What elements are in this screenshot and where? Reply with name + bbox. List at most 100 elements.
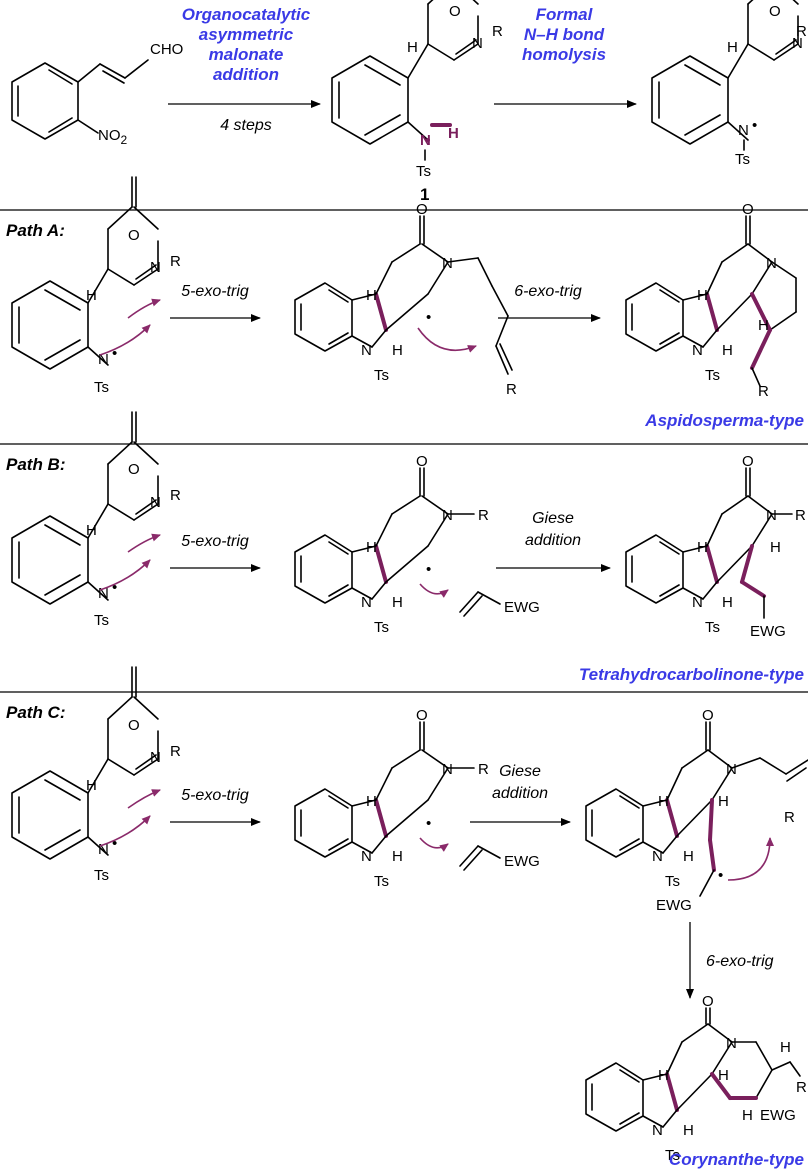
c1-o: O — [449, 3, 461, 20]
pc-p-n2: N — [652, 1122, 663, 1139]
path-b-substrate — [11, 411, 159, 605]
pc-p-n: N — [726, 1035, 737, 1052]
pa-curve-1 — [99, 324, 151, 356]
pc-s-r: R — [170, 743, 181, 760]
pc-i-n: N — [442, 761, 453, 778]
pc-s-o: O — [128, 717, 140, 734]
pa-p-h1: H — [697, 287, 708, 304]
pc-a-r: R — [784, 809, 795, 826]
pb-s-dot: • — [112, 579, 117, 596]
pc-p-h1: H — [658, 1067, 669, 1084]
pc-s-dot: • — [112, 835, 117, 852]
pb-curve-1 — [99, 559, 151, 591]
steps-label: 4 steps — [220, 117, 272, 134]
start-material: CHO NO2 — [11, 41, 183, 147]
nr-o: O — [769, 3, 781, 20]
pa-i-n2: N — [361, 342, 372, 359]
path-c: Path C: O N R H N • Ts 5-exo-trig — [6, 666, 808, 1169]
path-b-label: Path B: — [6, 455, 66, 474]
pc-s-h: H — [86, 777, 97, 794]
pc-p-ts: Ts — [665, 1147, 680, 1164]
pc-i-h2: H — [392, 848, 403, 865]
pc-i-n2: N — [361, 848, 372, 865]
nr-dot: • — [752, 117, 757, 134]
pc-curve-1 — [99, 815, 151, 847]
pb-s-o: O — [128, 461, 140, 478]
pc-a-ewg: EWG — [656, 897, 692, 914]
cond2-line2: N–H bond — [524, 25, 605, 44]
pc-a-ts: Ts — [665, 873, 680, 890]
path-a: Path A: O N R H N • Ts 5-exo-trig — [6, 176, 804, 430]
pa-p-h2: H — [758, 317, 769, 334]
pa-step1: 5-exo-trig — [181, 283, 249, 300]
pa-s-h: H — [86, 287, 97, 304]
pc-i-dot: • — [426, 815, 431, 832]
pc-a-n: N — [726, 761, 737, 778]
pb-s-n: N — [150, 494, 161, 511]
pb-i-n: N — [442, 507, 453, 524]
pb-i-dot: • — [426, 561, 431, 578]
path-b: Path B: O N R H N • Ts 5-exo-trig — [6, 411, 806, 684]
pb-s-rn: N — [98, 585, 109, 602]
pb-p-h1: H — [697, 539, 708, 556]
pa-s-dot: • — [112, 345, 117, 362]
pc-step1: 5-exo-trig — [181, 787, 249, 804]
pb-p-n2: N — [692, 594, 703, 611]
pb-i-o: O — [416, 453, 428, 470]
pb-p-r: R — [795, 507, 806, 524]
pc-curve-3 — [419, 837, 449, 852]
compound-1 — [331, 0, 479, 145]
pb-p-ts: Ts — [705, 619, 720, 636]
pb-i-h2: H — [392, 594, 403, 611]
pc-i-ts: Ts — [374, 873, 389, 890]
pc-p-o: O — [702, 993, 714, 1010]
pa-i-n: N — [442, 255, 453, 272]
pc-step2-l1: Giese — [499, 763, 541, 780]
pc-curve-2 — [127, 789, 161, 809]
pa-p-h3: H — [722, 342, 733, 359]
pa-s-r: R — [170, 253, 181, 270]
pa-p-n: N — [766, 255, 777, 272]
pc-step2-l2: addition — [492, 785, 548, 802]
pa-p-r: R — [758, 383, 769, 400]
nr-h: H — [727, 39, 738, 56]
path-c-substrate — [11, 666, 159, 860]
c1-r: R — [492, 23, 503, 40]
pb-s-r: R — [170, 487, 181, 504]
pa-s-ts: Ts — [94, 379, 109, 396]
pa-s-n: N — [150, 259, 161, 276]
cond1-line2: asymmetric — [199, 25, 294, 44]
pc-s-ts: Ts — [94, 867, 109, 884]
pc-i-o: O — [416, 707, 428, 724]
pb-i-ts: Ts — [374, 619, 389, 636]
pc-a-h3: H — [683, 848, 694, 865]
c1-h: H — [407, 39, 418, 56]
pa-s-rn: N — [98, 351, 109, 368]
pa-p-o: O — [742, 201, 754, 218]
pb-intermediate — [294, 467, 501, 617]
cond1-line3: malonate — [209, 45, 284, 64]
pc-p-h4: H — [742, 1107, 753, 1124]
pb-product — [625, 467, 793, 619]
cond1-line1: Organocatalytic — [182, 5, 311, 24]
pa-p-ts: Ts — [705, 367, 720, 384]
pa-s-o: O — [128, 227, 140, 244]
pc-s-n: N — [150, 749, 161, 766]
pc-p-ewg: EWG — [760, 1107, 796, 1124]
pc-i-r: R — [478, 761, 489, 778]
pa-intermediate — [294, 215, 513, 375]
pc-i-h1: H — [366, 793, 377, 810]
pb-p-n: N — [766, 507, 777, 524]
pb-i-h1: H — [366, 539, 377, 556]
pa-product — [625, 215, 797, 387]
top-scheme: CHO NO2 Organocatalytic asymmetric malon… — [11, 0, 807, 204]
pb-step2-l2: addition — [525, 532, 581, 549]
c1-nh-h: H — [448, 125, 459, 142]
cho-label: CHO — [150, 41, 183, 58]
pa-i-dot: • — [426, 309, 431, 326]
nr-r: R — [796, 23, 807, 40]
pb-i-r: R — [478, 507, 489, 524]
pa-curve-2 — [127, 298, 161, 319]
pa-i-h2: H — [392, 342, 403, 359]
